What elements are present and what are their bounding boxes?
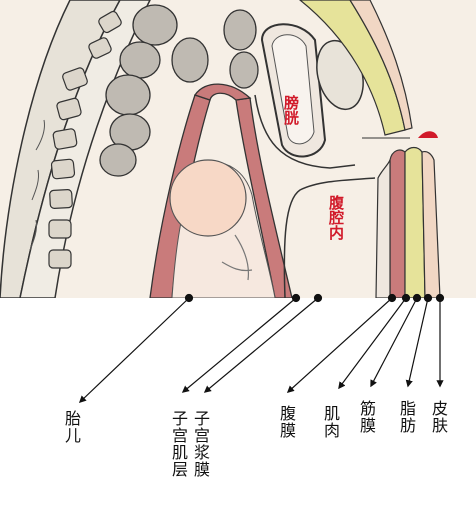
bladder-label: 膀胱 — [282, 95, 300, 125]
leader-fat — [405, 293, 433, 388]
fetus-figure — [169, 159, 276, 298]
intestines — [99, 4, 259, 177]
label-muscle: 肌肉 — [321, 405, 340, 439]
label-fascia: 筋膜 — [357, 400, 376, 434]
leader-fascia — [370, 293, 422, 388]
label-peritoneum: 腹膜 — [277, 405, 296, 439]
abdominal-wall-layers — [375, 146, 441, 298]
leader-peritoneum — [286, 293, 397, 393]
label-uterine-serosa: 子宫浆膜 — [191, 410, 210, 478]
anatomy-illustration — [0, 0, 476, 298]
peritoneum-outline — [254, 94, 376, 298]
label-fetus: 胎儿 — [62, 410, 81, 444]
fat-layer-upper — [299, 0, 413, 136]
label-fat: 脂肪 — [397, 400, 416, 434]
leader-fetus — [78, 293, 194, 403]
label-skin: 皮肤 — [429, 400, 448, 434]
abdominal-cavity-label: 腹腔内 — [327, 195, 345, 240]
leader-uterine-serosa — [203, 293, 323, 393]
spine — [0, 0, 151, 298]
label-uterine-muscle: 子宫肌层 — [169, 410, 188, 478]
leader-uterine-muscle — [181, 293, 301, 393]
bladder — [260, 23, 327, 158]
leader-skin — [435, 293, 445, 388]
incision-marker — [418, 131, 438, 138]
leader-muscle — [338, 293, 411, 390]
